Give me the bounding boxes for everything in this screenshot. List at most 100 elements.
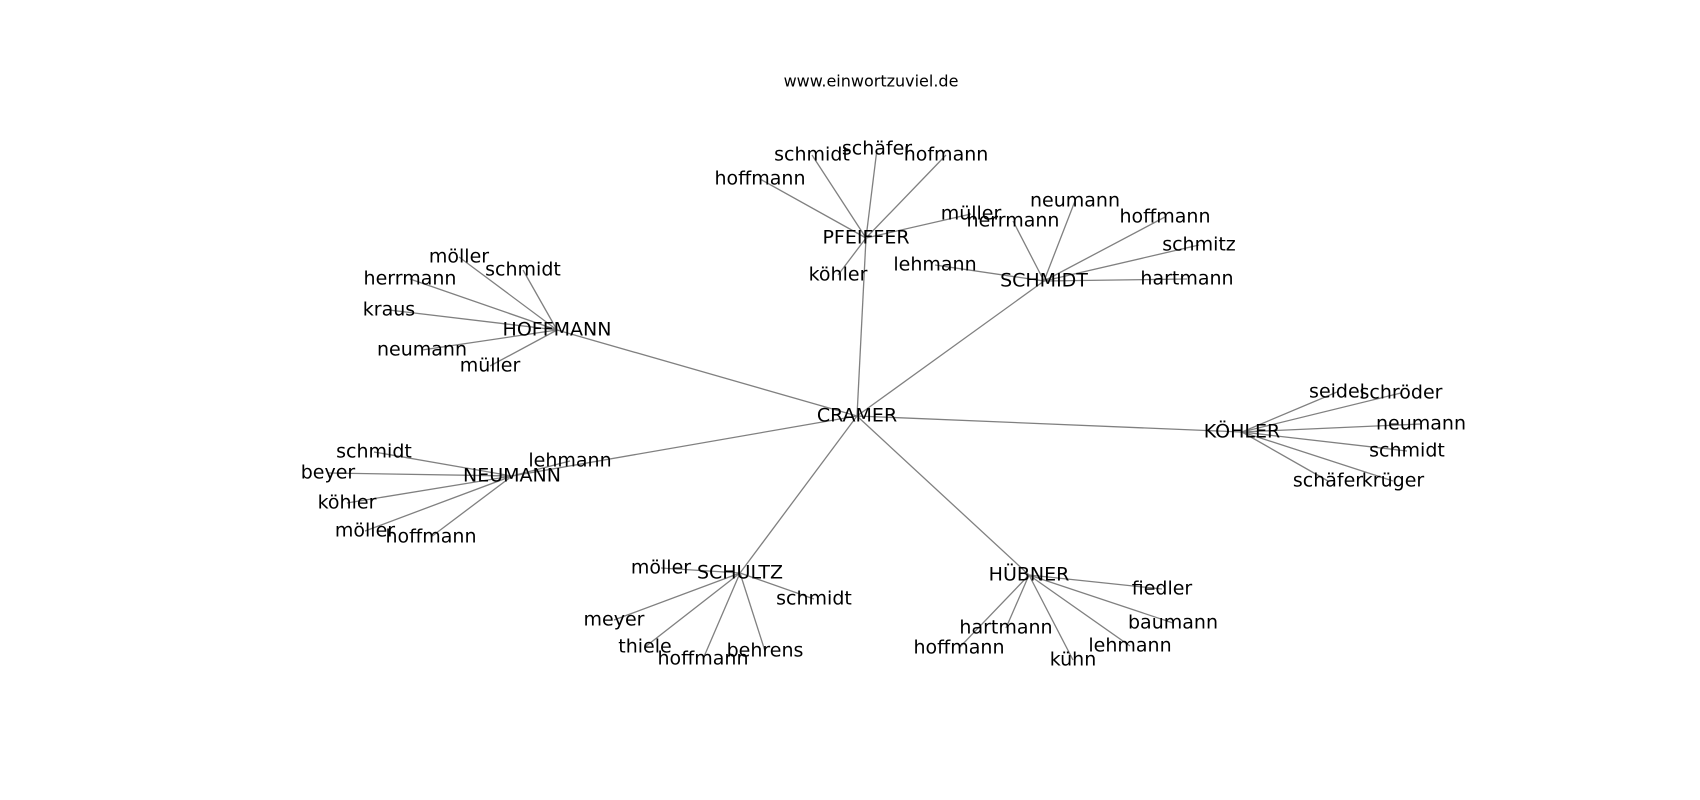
edge-cramer-schultz [739, 415, 858, 574]
edge-cramer-schmidt_hub [856, 280, 1045, 417]
node-ko_seidel: seidel [1309, 381, 1365, 403]
edge-pfeiffer-pf_schmidt [811, 154, 867, 239]
edge-cramer-huebner [856, 415, 1030, 576]
node-ko_schaefer: schäfer [1293, 470, 1363, 492]
edge-huebner-hu_hoffmann [958, 574, 1030, 649]
edge-koehler_hub-ko_schmidt [1241, 431, 1408, 452]
node-sc_hoffmann: hoffmann [1120, 206, 1211, 228]
node-pf_schaefer: schäfer [842, 138, 912, 160]
node-pfeiffer: PFEIFFER [822, 227, 909, 249]
edge-hoffmann_hub-ho_schmidt [522, 269, 558, 331]
edge-neumann_hub-ne_moeller [364, 475, 513, 532]
edge-cramer-pfeiffer [856, 237, 867, 417]
node-ho_kraus: kraus [363, 299, 415, 321]
node-koehler_hub: KÖHLER [1204, 420, 1280, 443]
node-sc_herrmann: herrmann [967, 210, 1060, 232]
node-su_thiele: thiele [618, 636, 671, 658]
edge-hoffmann_hub-ho_kraus [388, 309, 558, 331]
node-su_schmidt: schmidt [776, 588, 852, 610]
edge-neumann_hub-ne_lehmann [511, 460, 571, 477]
node-hu_hoffmann: hoffmann [914, 637, 1005, 659]
node-ho_schmidt: schmidt [485, 259, 561, 281]
node-sc_mueller: müller [941, 203, 1002, 225]
node-su_moeller: möller [631, 557, 691, 579]
edge-huebner-hu_hartmann [1005, 574, 1030, 629]
node-ho_neumann: neumann [377, 339, 467, 361]
nodes-group: CRAMERPFEIFFERSCHMIDTHOFFMANNNEUMANNSCHU… [301, 138, 1466, 671]
node-ne_lehmann: lehmann [528, 450, 611, 472]
edge-cramer-hoffmann_hub [556, 329, 858, 417]
node-pf_hofmann: hofmann [904, 144, 989, 166]
edge-pfeiffer-pf_koehler [837, 237, 867, 276]
node-ho_herrmann: herrmann [364, 268, 457, 290]
edges-group [327, 148, 1422, 661]
edge-hoffmann_hub-ho_mueller [489, 329, 558, 367]
node-ko_schmidt: schmidt [1369, 440, 1445, 462]
edge-schultz-su_behrens [739, 572, 766, 652]
node-cramer: CRAMER [817, 405, 897, 427]
edge-pfeiffer-pf_hofmann [865, 154, 947, 239]
site-title: www.einwortzuviel.de [784, 72, 959, 91]
edge-neumann_hub-ne_schmidt [373, 451, 513, 477]
node-su_hoffmann: hoffmann [658, 648, 749, 670]
edge-huebner-hu_kuehn [1028, 574, 1074, 661]
node-ne_moeller: möller [335, 520, 395, 542]
node-pf_koehler: köhler [809, 264, 868, 286]
node-sc_schmitz: schmitz [1162, 234, 1236, 256]
edge-hoffmann_hub-ho_herrmann [409, 278, 558, 331]
edge-huebner-hu_lehmann [1028, 574, 1131, 647]
edge-schultz-su_meyer [613, 572, 741, 621]
node-neumann_hub: NEUMANN [463, 465, 561, 487]
node-ne_beyer: beyer [301, 462, 356, 484]
edge-huebner-hu_baumann [1028, 574, 1174, 624]
edge-schmidt_hub-sc_schmitz [1043, 244, 1200, 282]
node-ho_moeller: möller [429, 246, 489, 268]
node-schultz: SCHULTZ [697, 562, 783, 584]
node-pf_schmidt: schmidt [774, 144, 850, 166]
edge-schmidt_hub-sc_neumann [1043, 200, 1076, 282]
node-pf_hoffmann: hoffmann [715, 168, 806, 190]
edge-koehler_hub-ko_krueger [1241, 431, 1394, 482]
node-hu_baumann: baumann [1128, 612, 1218, 634]
node-ne_koehler: köhler [318, 492, 377, 514]
edge-cramer-koehler_hub [856, 415, 1243, 433]
node-huebner: HÜBNER [989, 563, 1070, 586]
edge-koehler_hub-ko_schroeder [1241, 392, 1402, 433]
edge-neumann_hub-ne_beyer [327, 472, 513, 477]
node-sc_lehmann: lehmann [893, 254, 976, 276]
node-ho_mueller: müller [460, 355, 521, 377]
edge-schmidt_hub-sc_lehmann [934, 264, 1045, 282]
node-su_behrens: behrens [727, 640, 804, 662]
edge-schultz-su_moeller [660, 567, 741, 574]
edge-pfeiffer-sc_mueller [865, 213, 972, 239]
node-ne_schmidt: schmidt [336, 441, 412, 463]
node-schmidt_hub: SCHMIDT [1000, 270, 1088, 292]
node-sc_neumann: neumann [1030, 190, 1120, 212]
node-hu_kuehn: kühn [1050, 649, 1097, 671]
node-sc_hartmann: hartmann [1140, 268, 1233, 290]
edge-koehler_hub-ko_schaefer [1241, 431, 1329, 482]
edge-pfeiffer-pf_schaefer [865, 148, 878, 239]
node-ne_hoffmann: hoffmann [386, 526, 477, 548]
node-hu_lehmann: lehmann [1088, 635, 1171, 657]
edge-schultz-su_hoffmann [702, 572, 741, 660]
edge-schmidt_hub-sc_hartmann [1043, 278, 1188, 282]
node-hu_hartmann: hartmann [959, 617, 1052, 639]
edge-neumann_hub-ne_koehler [346, 475, 513, 504]
edge-hoffmann_hub-ho_moeller [458, 256, 558, 331]
edge-schultz-su_thiele [644, 572, 741, 648]
node-ko_krueger: krüger [1362, 470, 1425, 492]
edge-hoffmann_hub-ho_neumann [421, 329, 558, 351]
edge-koehler_hub-ko_seidel [1241, 391, 1338, 433]
edge-neumann_hub-ne_hoffmann [430, 475, 513, 538]
edge-pfeiffer-pf_hoffmann [759, 178, 867, 239]
edge-koehler_hub-ko_neumann [1241, 423, 1422, 433]
edge-schmidt_hub-sc_herrmann [1012, 220, 1045, 282]
node-su_meyer: meyer [584, 609, 645, 631]
node-hu_fiedler: fiedler [1132, 578, 1193, 600]
node-ko_schroeder: schröder [1360, 382, 1443, 404]
edge-schmidt_hub-sc_hoffmann [1043, 216, 1166, 282]
edge-cramer-neumann_hub [511, 415, 858, 477]
edge-schultz-su_schmidt [739, 572, 815, 600]
